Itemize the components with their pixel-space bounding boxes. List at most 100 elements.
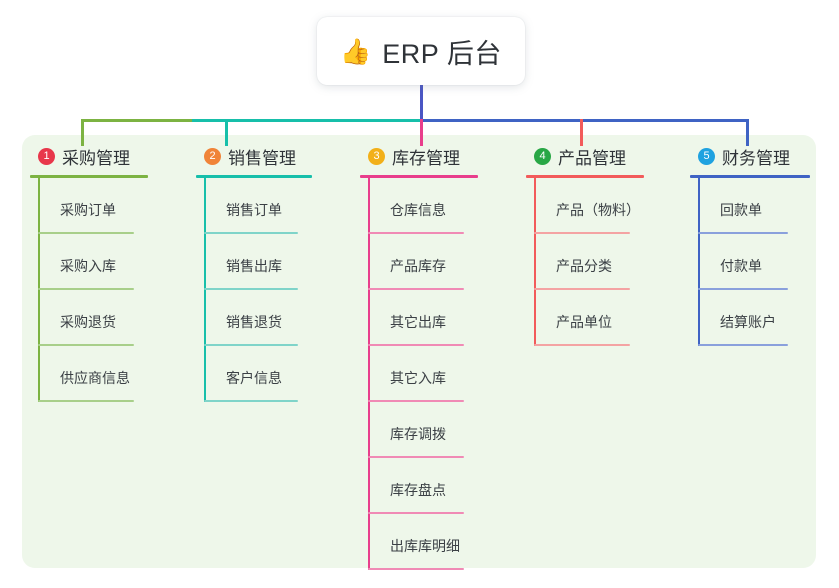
column-items-4: 产品（物料） 产品分类产品单位 bbox=[526, 178, 644, 346]
list-item-label: 仓库信息 bbox=[390, 202, 446, 218]
list-item-label: 客户信息 bbox=[226, 370, 282, 386]
list-item-rule bbox=[368, 288, 464, 290]
list-item[interactable]: 采购入库 bbox=[30, 234, 148, 290]
list-item[interactable]: 回款单 bbox=[690, 178, 810, 234]
list-item-label: 销售退货 bbox=[226, 314, 282, 330]
list-item-rule bbox=[38, 288, 134, 290]
drop-sales bbox=[225, 119, 228, 146]
list-item[interactable]: 产品库存 bbox=[360, 234, 478, 290]
column-title-4: 产品管理 bbox=[558, 148, 626, 168]
modules-panel bbox=[22, 135, 816, 568]
column-badge-5: 5 bbox=[698, 147, 715, 165]
column-title-2: 销售管理 bbox=[228, 148, 296, 168]
list-item-rule bbox=[368, 568, 464, 570]
list-item-rule bbox=[368, 400, 464, 402]
list-item[interactable]: 库存调拨 bbox=[360, 402, 478, 458]
root-title: ERP 后台 bbox=[382, 38, 502, 69]
list-item[interactable]: 结算账户 bbox=[690, 290, 810, 346]
list-item-rule bbox=[698, 344, 788, 346]
column-badge-2: 2 bbox=[204, 147, 221, 165]
list-item[interactable]: 销售订单 bbox=[196, 178, 312, 234]
list-item[interactable]: 供应商信息 bbox=[30, 346, 148, 402]
list-item-label: 销售出库 bbox=[226, 258, 282, 274]
list-item-label: 采购入库 bbox=[60, 258, 116, 274]
list-item-rule bbox=[534, 232, 630, 234]
thumbs-up-icon: 👍 bbox=[340, 37, 372, 66]
list-item-rule bbox=[38, 400, 134, 402]
list-item[interactable]: 其它出库 bbox=[360, 290, 478, 346]
list-item-rule bbox=[368, 456, 464, 458]
list-item-label: 库存盘点 bbox=[390, 482, 446, 498]
list-item[interactable]: 采购退货 bbox=[30, 290, 148, 346]
column-header-rule-1 bbox=[30, 175, 148, 178]
column-header-1[interactable]: 1 采购管理 bbox=[30, 143, 148, 169]
list-item-label: 产品分类 bbox=[556, 258, 612, 274]
column-badge-4: 4 bbox=[534, 147, 551, 165]
list-item-label: 结算账户 bbox=[720, 314, 776, 330]
list-item-label: 供应商信息 bbox=[60, 370, 130, 386]
column-badge-1: 1 bbox=[38, 147, 55, 165]
column-items-2: 销售订单销售出库销售退货客户信息 bbox=[196, 178, 312, 402]
column-header-3[interactable]: 3 库存管理 bbox=[360, 143, 478, 169]
column-header-2[interactable]: 2 销售管理 bbox=[196, 143, 312, 169]
list-item-label: 产品单位 bbox=[556, 314, 612, 330]
list-item-rule bbox=[698, 232, 788, 234]
column-header-5[interactable]: 5 财务管理 bbox=[690, 143, 810, 169]
list-item[interactable]: 采购订单 bbox=[30, 178, 148, 234]
column-items-1: 采购订单采购入库采购退货供应商信息 bbox=[30, 178, 148, 402]
column-3: 3 库存管理仓库信息产品库存其它出库其它入库库存调拨库存盘点出库库明细 bbox=[360, 143, 478, 570]
root-node[interactable]: 👍 ERP 后台 bbox=[317, 17, 525, 85]
list-item[interactable]: 产品分类 bbox=[526, 234, 644, 290]
column-title-1: 采购管理 bbox=[62, 148, 130, 168]
column-title-5: 财务管理 bbox=[722, 148, 790, 168]
column-spine-4 bbox=[534, 178, 536, 346]
list-item-rule bbox=[38, 344, 134, 346]
column-4: 4 产品管理产品（物料） 产品分类产品单位 bbox=[526, 143, 644, 346]
list-item-rule bbox=[204, 400, 298, 402]
list-item[interactable]: 库存盘点 bbox=[360, 458, 478, 514]
column-2: 2 销售管理销售订单销售出库销售退货客户信息 bbox=[196, 143, 312, 402]
list-item[interactable]: 客户信息 bbox=[196, 346, 312, 402]
root-trunk bbox=[420, 84, 423, 122]
list-item-rule bbox=[368, 232, 464, 234]
list-item-label: 采购退货 bbox=[60, 314, 116, 330]
list-item-rule bbox=[38, 232, 134, 234]
list-item[interactable]: 付款单 bbox=[690, 234, 810, 290]
list-item-rule bbox=[368, 512, 464, 514]
column-header-rule-4 bbox=[526, 175, 644, 178]
drop-finance bbox=[746, 119, 749, 146]
column-header-rule-5 bbox=[690, 175, 810, 178]
list-item[interactable]: 产品（物料） bbox=[526, 178, 644, 234]
list-item[interactable]: 销售出库 bbox=[196, 234, 312, 290]
drop-purchase bbox=[81, 119, 84, 146]
list-item[interactable]: 出库库明细 bbox=[360, 514, 478, 570]
drop-inventory bbox=[420, 119, 423, 146]
list-item-label: 其它入库 bbox=[390, 370, 446, 386]
column-badge-3: 3 bbox=[368, 147, 385, 165]
list-item[interactable]: 销售退货 bbox=[196, 290, 312, 346]
column-header-4[interactable]: 4 产品管理 bbox=[526, 143, 644, 169]
list-item-label: 产品库存 bbox=[390, 258, 446, 274]
list-item[interactable]: 其它入库 bbox=[360, 346, 478, 402]
column-spine-2 bbox=[204, 178, 206, 402]
list-item-label: 库存调拨 bbox=[390, 426, 446, 442]
list-item[interactable]: 仓库信息 bbox=[360, 178, 478, 234]
column-header-rule-2 bbox=[196, 175, 312, 178]
column-1: 1 采购管理采购订单采购入库采购退货供应商信息 bbox=[30, 143, 148, 402]
list-item-label: 产品（物料） bbox=[556, 202, 640, 218]
list-item-rule bbox=[534, 344, 630, 346]
column-spine-5 bbox=[698, 178, 700, 346]
column-items-3: 仓库信息产品库存其它出库其它入库库存调拨库存盘点出库库明细 bbox=[360, 178, 478, 570]
list-item[interactable]: 产品单位 bbox=[526, 290, 644, 346]
column-spine-1 bbox=[38, 178, 40, 402]
drop-product bbox=[580, 119, 583, 146]
list-item-label: 销售订单 bbox=[226, 202, 282, 218]
column-title-3: 库存管理 bbox=[392, 148, 460, 168]
bus-segment-green bbox=[81, 119, 192, 122]
list-item-rule bbox=[368, 344, 464, 346]
column-spine-3 bbox=[368, 178, 370, 570]
list-item-label: 采购订单 bbox=[60, 202, 116, 218]
list-item-label: 回款单 bbox=[720, 202, 762, 218]
column-header-rule-3 bbox=[360, 175, 478, 178]
